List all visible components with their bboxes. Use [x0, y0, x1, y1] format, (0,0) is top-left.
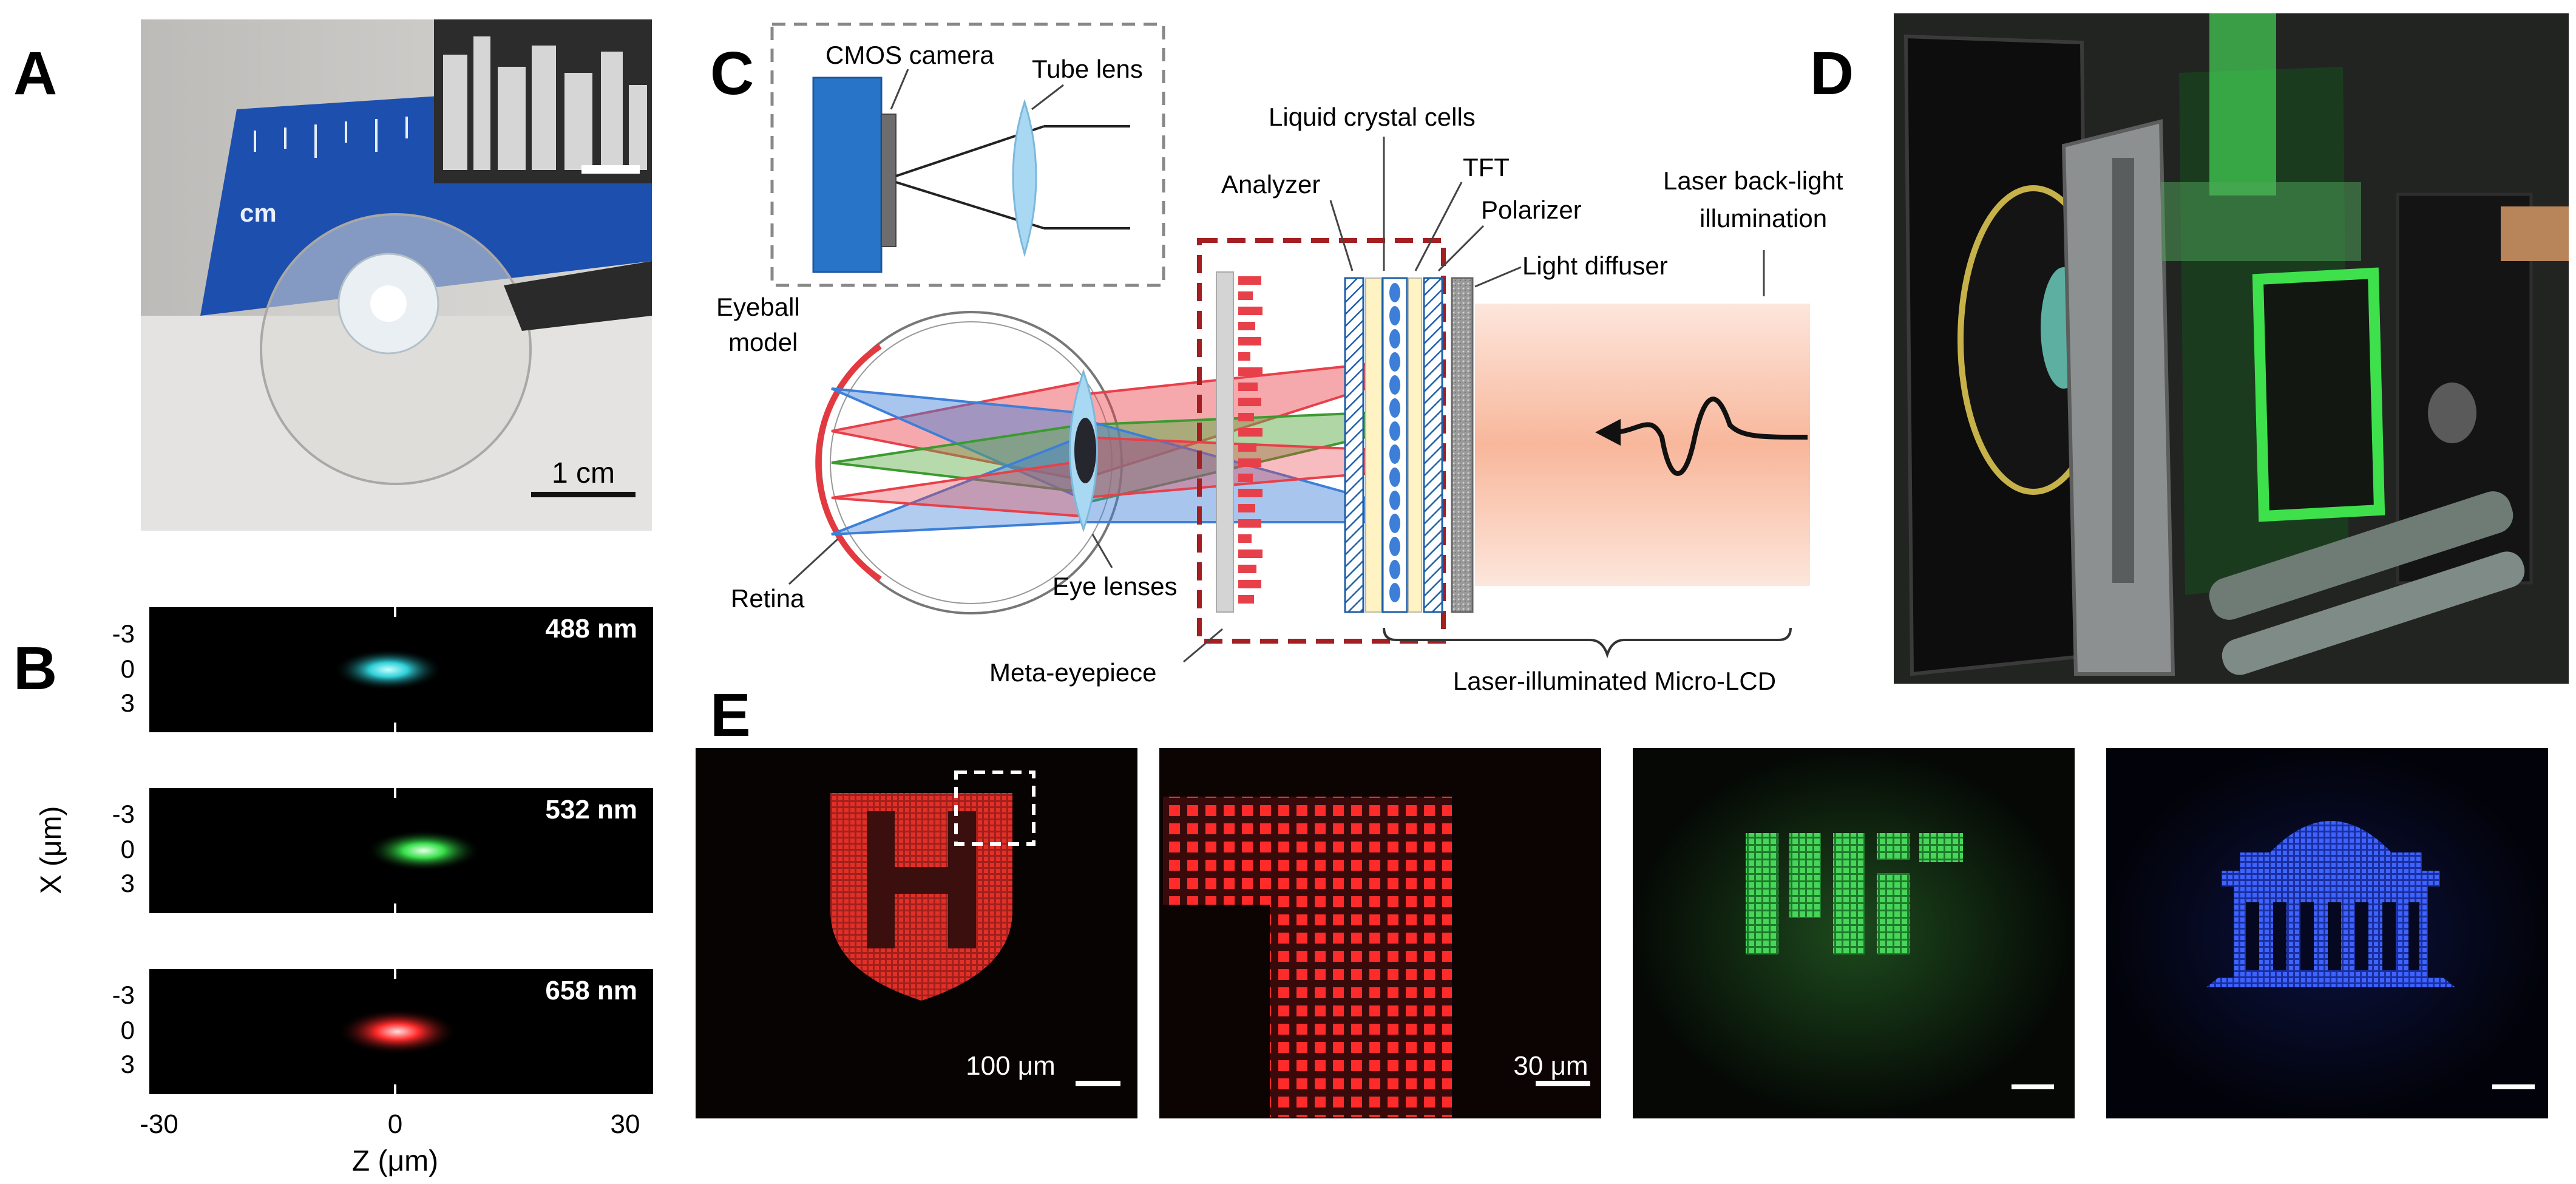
micro-lcd-label: Laser-illuminated Micro-LCD: [1453, 667, 1776, 695]
ribbon-cable: [2209, 13, 2276, 196]
b-y-ticks: -3 0 3 -3 0 3 -3 0 3: [112, 619, 135, 1078]
mit-logo: [1746, 833, 1963, 954]
tube-lens: [1012, 99, 1037, 257]
panel-letter-b: B: [13, 635, 57, 703]
meta-eyepiece-label: Meta-eyepiece: [989, 658, 1156, 687]
cmos-camera-label: CMOS camera: [825, 41, 994, 69]
eyeball-label-2: model: [728, 328, 798, 356]
light-diffuser: [1451, 277, 1474, 613]
panel-e: E 100 μm 30 μm: [696, 681, 2548, 1118]
tick-488-3: 3: [121, 689, 135, 717]
analyzer-label: Analyzer: [1221, 170, 1320, 199]
panel-c: C CMOS camera Tube lens: [710, 22, 1843, 695]
laser-label-2: illumination: [1700, 204, 1827, 233]
tick-532-neg3: -3: [112, 800, 135, 828]
psf-spot-658: [337, 1009, 458, 1055]
micro-lcd-brace: [1383, 627, 1792, 659]
sem-pillars: [443, 36, 647, 170]
cmos-sensor: [881, 114, 897, 247]
wavelength-532: 532 nm: [545, 795, 637, 825]
polarizer-label: Polarizer: [1481, 196, 1582, 224]
polarizer-layer: [1423, 277, 1443, 613]
scale-bar-e4: [2492, 1084, 2535, 1089]
panel-b: B 488 nm 532 nm 658 nm -3 0 3 -3 0 3 -3 …: [13, 607, 653, 1177]
retina: [815, 343, 882, 582]
pupil: [1074, 418, 1096, 483]
retina-label: Retina: [731, 584, 805, 613]
meta-eyepiece-box: [1197, 238, 1446, 644]
b-ylabel: X (μm): [35, 806, 67, 894]
cmos-camera-body: [812, 77, 883, 273]
light-wave-arrow: [1595, 419, 1621, 446]
lc-label: Liquid crystal cells: [1269, 103, 1476, 131]
psf-spot-532: [366, 830, 481, 871]
tft-label: TFT: [1463, 153, 1510, 182]
scale-bar-e2: [1536, 1081, 1590, 1086]
tick-532-3: 3: [121, 869, 135, 897]
eyeball-label-1: Eyeball: [716, 293, 800, 321]
lc-molecules: [1389, 283, 1400, 602]
zoom-letter-edge: [1163, 905, 1270, 1117]
shield-letter-h: [867, 811, 976, 948]
tick-658-neg3: -3: [112, 981, 135, 1009]
tft-layer: [1408, 277, 1422, 613]
scale-bar-a: [531, 492, 636, 497]
zoom-region-box: [954, 771, 1035, 846]
lcd-active-area: [2252, 267, 2385, 522]
scale-label-e2: 30 μm: [1513, 1051, 1588, 1081]
ztick-neg30: -30: [140, 1109, 178, 1139]
tweezers: [504, 261, 652, 331]
panel-a: A cm 1 cm: [13, 19, 652, 531]
laser-backlight: [1475, 304, 1810, 586]
dome-columns-gaps: [2246, 902, 2419, 970]
metasurface-pattern: [1238, 276, 1263, 604]
ztick-30: 30: [611, 1109, 640, 1139]
eye-lenses-label: Eye lenses: [1052, 572, 1177, 601]
psf-spot-488: [334, 649, 443, 690]
analyzer-layer: [1344, 277, 1364, 613]
panel-letter-a: A: [13, 39, 57, 107]
laser-label-1: Laser back-light: [1663, 166, 1843, 195]
tick-532-0: 0: [121, 835, 135, 863]
ruler-cm-text: cm: [240, 199, 277, 227]
panel-letter-d: D: [1810, 39, 1854, 107]
wavelength-658: 658 nm: [545, 976, 637, 1005]
b-x-ticks: -30 0 30: [140, 1109, 640, 1139]
rail-2: [2222, 551, 2525, 675]
panel-letter-c: C: [710, 39, 754, 107]
diffuser-label: Light diffuser: [1522, 251, 1668, 280]
wavelength-488: 488 nm: [545, 614, 637, 644]
sem-scale-bar: [581, 165, 640, 174]
tick-658-3: 3: [121, 1050, 135, 1078]
rail-1: [2209, 491, 2513, 620]
scale-bar-e1: [1076, 1081, 1120, 1086]
panel-letter-e: E: [710, 681, 751, 749]
meta-eyepiece-substrate: [1216, 271, 1234, 613]
panel-d: D: [1810, 13, 2569, 684]
tick-488-0: 0: [121, 655, 135, 683]
tick-488-neg3: -3: [112, 619, 135, 648]
scale-bar-e3: [2012, 1084, 2054, 1089]
ztick-0: 0: [388, 1109, 402, 1139]
glass-layer-1: [1365, 277, 1382, 613]
b-xlabel: Z (μm): [352, 1145, 438, 1177]
scale-label-e1: 100 μm: [966, 1051, 1056, 1081]
light-wave: [1614, 396, 1808, 476]
tick-658-0: 0: [121, 1016, 135, 1044]
scale-label-a: 1 cm: [552, 457, 615, 489]
tube-lens-label: Tube lens: [1032, 55, 1143, 83]
